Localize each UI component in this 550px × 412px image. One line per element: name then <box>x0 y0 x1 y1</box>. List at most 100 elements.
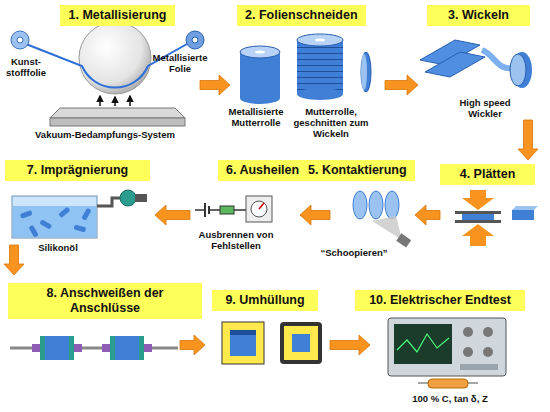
vacuum-coater-part <box>11 31 29 49</box>
schoop-spray-part <box>369 191 383 219</box>
film-rolls-part <box>297 34 343 46</box>
lead-welding-part <box>110 336 144 360</box>
impregnation-bath-part <box>135 194 147 202</box>
encapsulation <box>222 322 322 364</box>
lead-welding-part <box>139 336 144 360</box>
lead-welding-part <box>40 336 74 360</box>
flow-arrow <box>415 205 440 225</box>
impregnation-bath-part <box>81 208 91 221</box>
healing-circuit-part <box>251 201 267 217</box>
part-label: Metallisierte Folie <box>148 52 212 74</box>
process-step: 10. Elektrischer Endtest <box>370 283 545 410</box>
film-rolls-part <box>255 51 265 54</box>
step-heading: 6. Ausheilen <box>218 160 307 181</box>
impregnation-bath-part <box>28 225 38 238</box>
step-heading: 7. Imprägnierung <box>5 160 150 181</box>
part-label: Vakuum-Bedampfungs-System <box>25 129 185 140</box>
part-label: Silikonöl <box>28 242 88 253</box>
step-heading: 3. Wickeln <box>427 5 530 26</box>
encapsulation-part <box>222 322 264 364</box>
impregnation-bath-part <box>12 196 97 238</box>
schoop-spray-part <box>396 233 411 247</box>
step-heading: 8. Anschweißen der Anschlüsse <box>8 283 202 319</box>
step-heading: 9. Umhüllung <box>212 290 318 311</box>
encapsulation-part <box>284 326 318 360</box>
step-heading: 2. Folienschneiden <box>237 5 366 26</box>
encapsulation-part <box>230 330 256 335</box>
vacuum-coater-part <box>26 44 187 88</box>
vacuum-coater-part <box>114 97 116 106</box>
encapsulation-part <box>292 334 310 352</box>
vacuum-coater-part <box>99 96 101 106</box>
press-part <box>462 224 494 246</box>
lead-welding-part <box>110 336 115 360</box>
film-rolls-part <box>297 40 343 94</box>
test-instrument-part <box>394 324 452 364</box>
winder-part <box>510 54 526 86</box>
press-part <box>462 214 494 220</box>
flow-arrow <box>385 75 418 95</box>
healing-circuit-part <box>220 206 234 214</box>
schoop-spray-part <box>372 216 402 240</box>
lead-welding-part <box>32 344 40 352</box>
test-instrument-part <box>483 327 493 337</box>
process-step: 8. Anschweißen der Anschlüsse <box>5 275 180 372</box>
part-label: Kunst- stofffolie <box>1 56 51 78</box>
film-rolls-part <box>240 92 280 104</box>
vacuum-coater-part <box>50 118 185 126</box>
press-part <box>512 210 534 220</box>
healing-circuit <box>195 196 272 222</box>
vacuum-coater-part <box>50 108 185 118</box>
healing-circuit-part <box>208 206 210 214</box>
flow-arrow <box>155 205 190 225</box>
test-instrument-part <box>483 347 493 357</box>
vacuum-coater-part <box>192 37 198 43</box>
press-part <box>455 211 501 214</box>
process-step: 5. Kontaktierung <box>330 160 415 260</box>
part-label: Metallisierte Mutterrolle <box>222 106 290 128</box>
vacuum-coater-part <box>129 96 131 106</box>
film-rolls-part <box>361 54 367 90</box>
process-step: 7. Imprägnierung <box>5 160 155 245</box>
flow-arrow <box>330 335 370 355</box>
press-part <box>512 206 538 210</box>
process-step: 4. Plätten <box>440 160 545 250</box>
test-instrument <box>388 318 506 388</box>
step-heading: 10. Elektrischer Endtest <box>355 290 525 311</box>
lead-welding-part <box>144 344 152 352</box>
lead-welding-part <box>74 344 82 352</box>
test-instrument-part <box>388 318 506 376</box>
step-heading: 4. Plätten <box>440 164 535 185</box>
test-instrument-part <box>428 379 468 388</box>
flow-arrow <box>300 205 330 225</box>
schoop-spray-part <box>385 191 399 219</box>
schoop-spray <box>353 191 411 248</box>
impregnation-bath-part <box>13 206 96 237</box>
impregnation-bath-part <box>20 210 33 219</box>
flow-arrow <box>180 335 205 355</box>
step-heading: 5. Kontaktierung <box>300 160 415 181</box>
impregnation-bath-part <box>39 219 52 229</box>
vacuum-coater-part <box>186 31 204 49</box>
film-rolls-part <box>315 39 325 42</box>
film-rolls <box>240 34 371 104</box>
lead-welding-part <box>40 336 45 360</box>
part-label: High speed Wickler <box>452 97 518 119</box>
impregnation-bath-part <box>97 198 120 206</box>
healing-circuit-part <box>204 203 206 217</box>
encapsulation-part <box>230 330 256 356</box>
schoop-spray-part <box>353 191 367 219</box>
healing-circuit-part <box>259 203 264 209</box>
impregnation-bath-part <box>73 225 86 233</box>
lead-welding-part <box>102 344 110 352</box>
winder-part <box>482 50 512 68</box>
film-rolls-part <box>297 88 343 100</box>
flow-arrow <box>518 120 538 160</box>
test-instrument-part <box>460 364 498 370</box>
press-part <box>455 220 501 223</box>
